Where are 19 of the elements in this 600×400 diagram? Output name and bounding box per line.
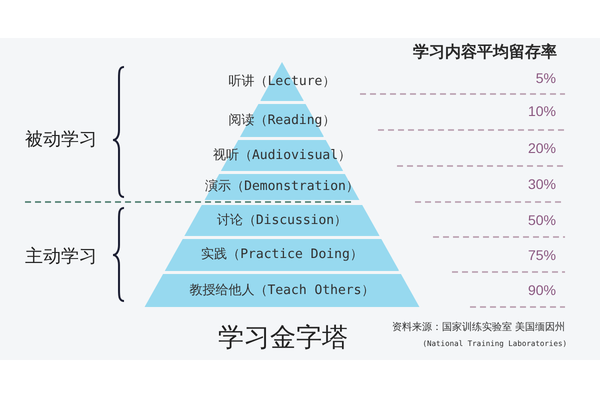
- pyramid-layer: 演示（Demonstration）: [204, 174, 360, 200]
- source-note: 资料来源：国家训练实验室 美国缅因州: [392, 321, 565, 334]
- pyramid-layer: 教授给他人（Teach Others）: [144, 274, 420, 307]
- percentage-value: 5%: [536, 70, 556, 87]
- percentage-value: 10%: [528, 103, 556, 120]
- pyramid-layer: 阅读（Reading）: [228, 104, 336, 137]
- percentage-value: 90%: [528, 282, 556, 299]
- percentage-value: 20%: [528, 140, 556, 157]
- group-label: 被动学习: [25, 129, 97, 151]
- percentage-value: 30%: [528, 176, 556, 193]
- percentage-value: 75%: [528, 247, 556, 264]
- pyramid-layer: 讨论（Discussion）: [184, 205, 380, 236]
- pyramid-layer: 视听（Audiovisual）: [212, 140, 352, 171]
- pyramid-layer: 听讲（Lecture）: [228, 62, 336, 101]
- diagram-title: 学习金字塔: [218, 323, 348, 353]
- percentage-value: 50%: [528, 212, 556, 229]
- group-label: 主动学习: [25, 246, 97, 268]
- column-header: 学习内容平均留存率: [413, 42, 557, 62]
- pyramid-layer: 实践（Practice Doing）: [164, 239, 400, 271]
